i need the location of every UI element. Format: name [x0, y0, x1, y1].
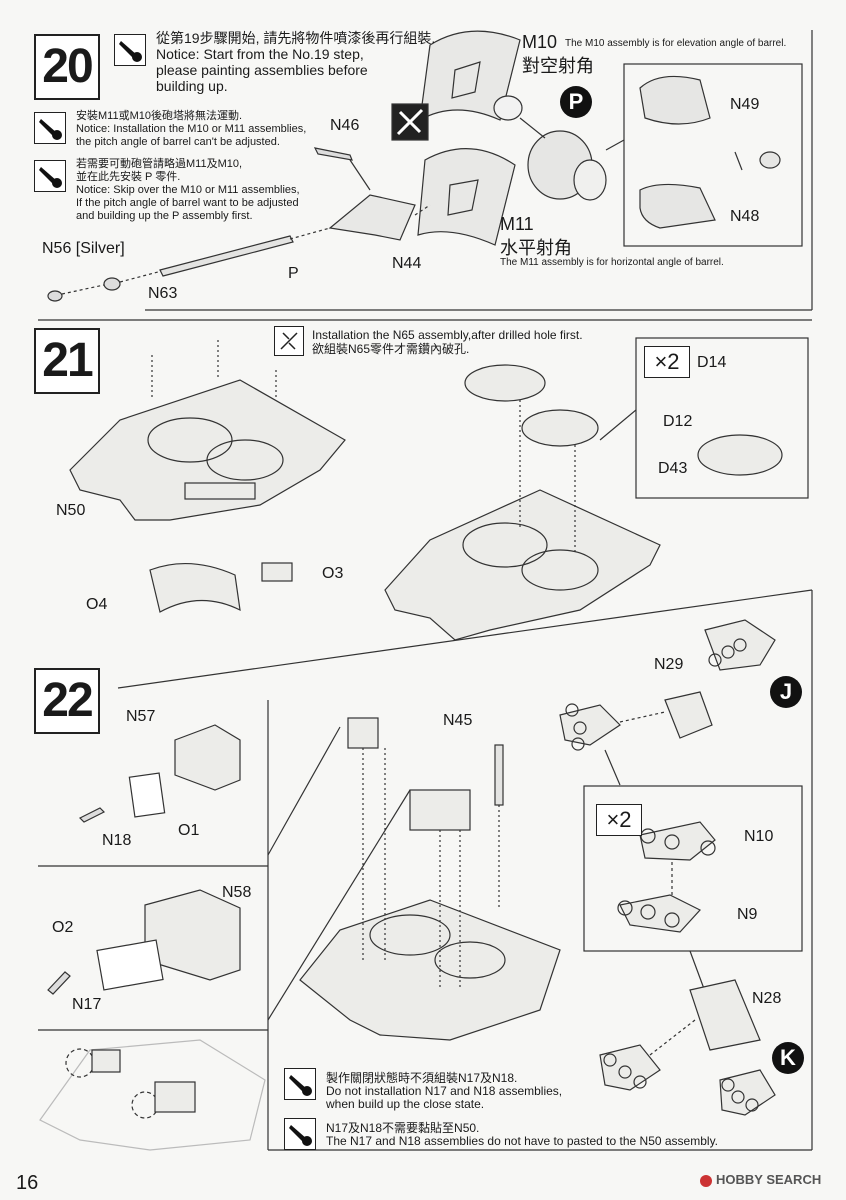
- watermark-text: HOBBY SEARCH: [716, 1172, 822, 1187]
- step-number-20: 20: [34, 34, 100, 100]
- page-number: 16: [16, 1172, 39, 1194]
- step20-notice-2: 若需要可動砲管請略過M11及M10, 並在此先安裝 P 零件. Notice: …: [76, 158, 300, 222]
- label-n56: N56 [Silver]: [42, 240, 125, 257]
- label-n49: N49: [730, 96, 760, 113]
- step21-install-note: Installation the N65 assembly,after dril…: [312, 328, 583, 356]
- label-p: P: [288, 265, 299, 282]
- label-n48: N48: [730, 208, 760, 225]
- step22-notice-2: N17及N18不需要黏貼至N50. The N17 and N18 assemb…: [326, 1121, 719, 1148]
- callout-circle-j: J: [770, 676, 802, 708]
- step20-notice-1: 安裝M11或M10後砲塔將無法運動. Notice: Installation …: [76, 110, 307, 148]
- warning-icon: [34, 160, 66, 192]
- label-n29: N29: [654, 656, 684, 673]
- label-d12: D12: [663, 413, 693, 430]
- label-d43: D43: [658, 460, 688, 477]
- m10-note: The M10 assembly is for elevation angle …: [565, 38, 787, 49]
- hobby-search-logo-icon: [700, 1174, 712, 1187]
- label-n57: N57: [126, 708, 156, 725]
- warning-icon: [114, 34, 146, 66]
- m11-note: The M11 assembly is for horizontal angle…: [500, 257, 724, 268]
- warning-icon: [284, 1118, 316, 1150]
- label-n50: N50: [56, 502, 86, 519]
- watermark: HOBBY SEARCH: [700, 1172, 821, 1187]
- label-n45: N45: [443, 712, 473, 729]
- label-o3: O3: [322, 565, 344, 582]
- label-n18: N18: [102, 832, 132, 849]
- drill-icon: [274, 326, 304, 356]
- callout-circle-p: P: [560, 86, 592, 118]
- label-n58: N58: [222, 884, 252, 901]
- warning-icon: [34, 112, 66, 144]
- label-n10: N10: [744, 828, 774, 845]
- label-d14: D14: [697, 354, 727, 371]
- label-o2: O2: [52, 919, 74, 936]
- callout-circle-k: K: [772, 1042, 804, 1074]
- label-n44: N44: [392, 255, 422, 272]
- step-number-21: 21: [34, 328, 100, 394]
- label-o4: O4: [86, 596, 108, 613]
- label-n63: N63: [148, 285, 178, 302]
- multiplier-x2: ×2: [644, 346, 690, 378]
- label-n9: N9: [737, 906, 758, 923]
- label-o1: O1: [178, 822, 200, 839]
- step20-instruction: 從第19步驟開始, 請先將物件噴漆後再行組裝. Notice: Start fr…: [156, 30, 436, 94]
- step22-notice-1: 製作關閉狀態時不須組裝N17及N18. Do not installation …: [326, 1071, 563, 1111]
- label-n28: N28: [752, 990, 782, 1007]
- label-m10-cn: 對空射角: [522, 56, 594, 76]
- label-m10: M10: [522, 32, 558, 52]
- label-n17: N17: [72, 996, 102, 1013]
- label-m11: M11: [500, 214, 534, 234]
- label-m11-cn: 水平射角: [500, 238, 572, 258]
- label-n46: N46: [330, 117, 360, 134]
- step-number-22: 22: [34, 668, 100, 734]
- warning-icon: [284, 1068, 316, 1100]
- multiplier-x2: ×2: [596, 804, 642, 836]
